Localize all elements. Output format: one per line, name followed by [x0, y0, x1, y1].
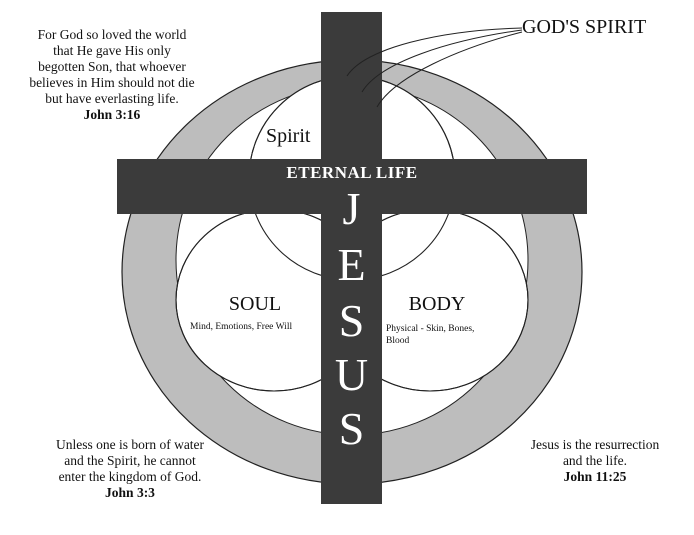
quote-reference: John 11:25 — [563, 468, 627, 484]
body-title: BODY — [408, 293, 466, 315]
spirit-line-1 — [346, 27, 523, 77]
quote-line: enter the kingdom of God. — [58, 468, 202, 484]
quote-line: and the life. — [562, 452, 628, 468]
quote-john-11-25: Jesus is the resurrection and the life. … — [500, 437, 690, 485]
quote-line: Unless one is born of water — [55, 437, 205, 452]
body-subtitle-line2: Blood — [386, 336, 410, 346]
body-subtitle-line1: Physical - Skin, Bones, — [386, 324, 475, 334]
quote-line: but have everlasting life. — [45, 90, 179, 106]
soul-title: SOUL — [228, 293, 282, 315]
soul-subtitle: Mind, Emotions, Free Will — [190, 322, 293, 332]
quote-reference: John 3:3 — [105, 484, 155, 500]
jesus-letter-s1: S — [338, 295, 365, 346]
quote-line: begotten Son, that whoever — [38, 58, 186, 74]
jesus-letter-u: U — [334, 349, 369, 400]
jesus-letter-s2: S — [338, 403, 365, 454]
quote-john-3-16: For God so loved the world that He gave … — [2, 27, 222, 123]
cross-vertical-beam — [321, 12, 382, 504]
quote-line: believes in Him should not die — [29, 74, 195, 90]
cross-horizontal-beam — [117, 159, 587, 214]
quote-reference: John 3:16 — [83, 106, 141, 122]
quote-john-3-3: Unless one is born of water and the Spir… — [20, 437, 240, 501]
quote-line: For God so loved the world — [37, 27, 187, 42]
spirit-line-2 — [361, 29, 523, 93]
spirit-line-3 — [376, 31, 523, 108]
eternal-life-label: ETERNAL LIFE — [286, 163, 418, 182]
jesus-letter-j: J — [342, 183, 361, 234]
gods-spirit-label: GOD'S SPIRIT — [522, 16, 647, 38]
quote-line: that He gave His only — [53, 42, 171, 58]
spirit-label: Spirit — [266, 125, 311, 147]
quote-line: and the Spirit, he cannot — [64, 452, 196, 468]
quote-line: Jesus is the resurrection — [530, 437, 660, 452]
jesus-letter-e: E — [337, 239, 366, 290]
